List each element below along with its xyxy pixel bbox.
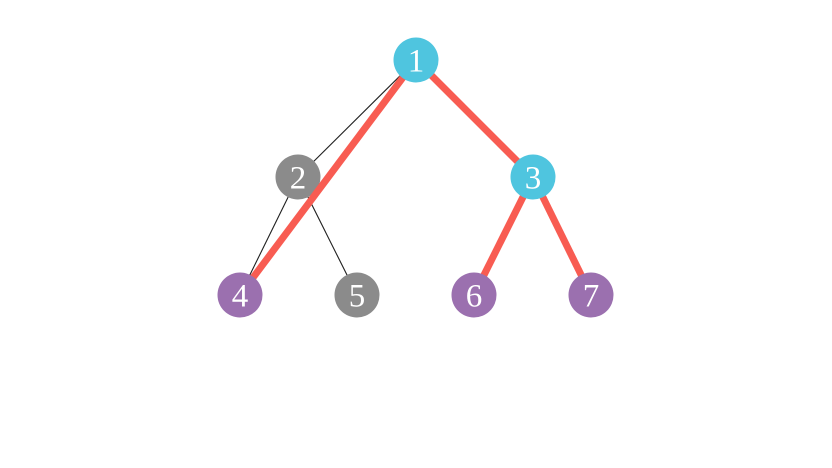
edge-1-2 <box>297 59 417 178</box>
node-3-label: 3 <box>525 160 542 196</box>
node-2: 2 <box>275 154 321 200</box>
node-5-label: 5 <box>349 278 366 314</box>
node-5-circle <box>334 272 380 318</box>
node-1-label: 1 <box>408 43 425 79</box>
node-4-label: 4 <box>232 278 249 314</box>
node-6-circle <box>451 272 497 318</box>
node-7-label: 7 <box>583 278 600 314</box>
node-6-label: 6 <box>466 278 483 314</box>
node-6: 6 <box>451 272 497 318</box>
node-1-circle <box>393 37 439 83</box>
node-4-circle <box>217 272 263 318</box>
edge-1-3-highlighted <box>413 57 536 180</box>
node-7: 7 <box>568 272 614 318</box>
node-2-circle <box>275 154 321 200</box>
node-1: 1 <box>393 37 439 83</box>
node-4: 4 <box>217 272 263 318</box>
edge-1-4-highlighted <box>237 57 419 298</box>
node-3: 3 <box>510 154 556 200</box>
node-5: 5 <box>334 272 380 318</box>
node-2-label: 2 <box>290 160 307 196</box>
node-7-circle <box>568 272 614 318</box>
node-3-circle <box>510 154 556 200</box>
